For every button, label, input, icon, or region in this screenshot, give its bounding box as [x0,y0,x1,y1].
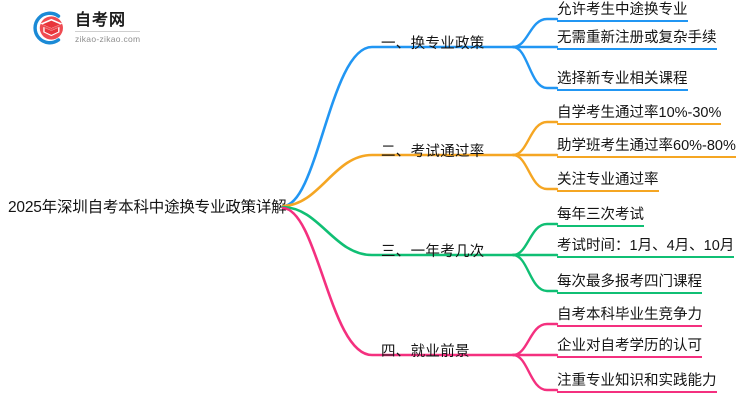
leaf-node[interactable]: 自考本科毕业生竞争力 [557,305,702,327]
leaf-node[interactable]: 选择新专业相关课程 [557,69,688,91]
link-b3-c3 [511,253,559,293]
link-b2-c1 [511,120,559,157]
leaf-node[interactable]: 企业对自考学历的认可 [557,336,702,358]
logo-text-group: 自考网 zikao-zikao.com [75,12,141,45]
branch-label-4[interactable]: 四、就业前景 [381,344,470,360]
link-b2-c3 [511,153,559,191]
branch-label-3[interactable]: 三、一年考几次 [381,244,485,260]
leaf-node[interactable]: 自学考生通过率10%-30% [557,103,722,125]
leaf-node[interactable]: 考试时间：1月、4月、10月 [557,236,735,258]
leaf-node[interactable]: 关注专业通过率 [557,170,659,192]
link-b4-c1 [511,322,559,357]
leaf-node[interactable]: 每次最多报考四门课程 [557,272,702,294]
leaf-node[interactable]: 注重专业知识和实践能力 [557,371,717,393]
link-b4-c3 [511,353,559,392]
leaf-node[interactable]: 助学班考生通过率60%-80% [557,136,736,158]
logo-name: 自考网 [75,12,141,32]
logo-url: zikao-zikao.com [75,33,141,44]
site-logo: 自考网 zikao-zikao.com [30,8,170,48]
trunk-branch-4 [281,206,515,357]
trunk-branch-1 [281,45,515,208]
link-b1-c3 [511,45,559,90]
branch-label-2[interactable]: 二、考试通过率 [381,144,485,160]
mindmap-root-title: 2025年深圳自考本科中途换专业政策详解 [8,199,287,216]
leaf-node[interactable]: 无需重新注册或复杂手续 [557,28,717,50]
leaf-node[interactable]: 允许考生中途换专业 [557,0,688,22]
leaf-node[interactable]: 每年三次考试 [557,205,644,227]
branch-label-1[interactable]: 一、换专业政策 [381,36,485,52]
link-b1-c1 [511,17,559,49]
graduation-cap-circle-icon [33,11,63,45]
link-b3-c1 [511,222,559,257]
trunk-branch-2 [281,153,515,208]
